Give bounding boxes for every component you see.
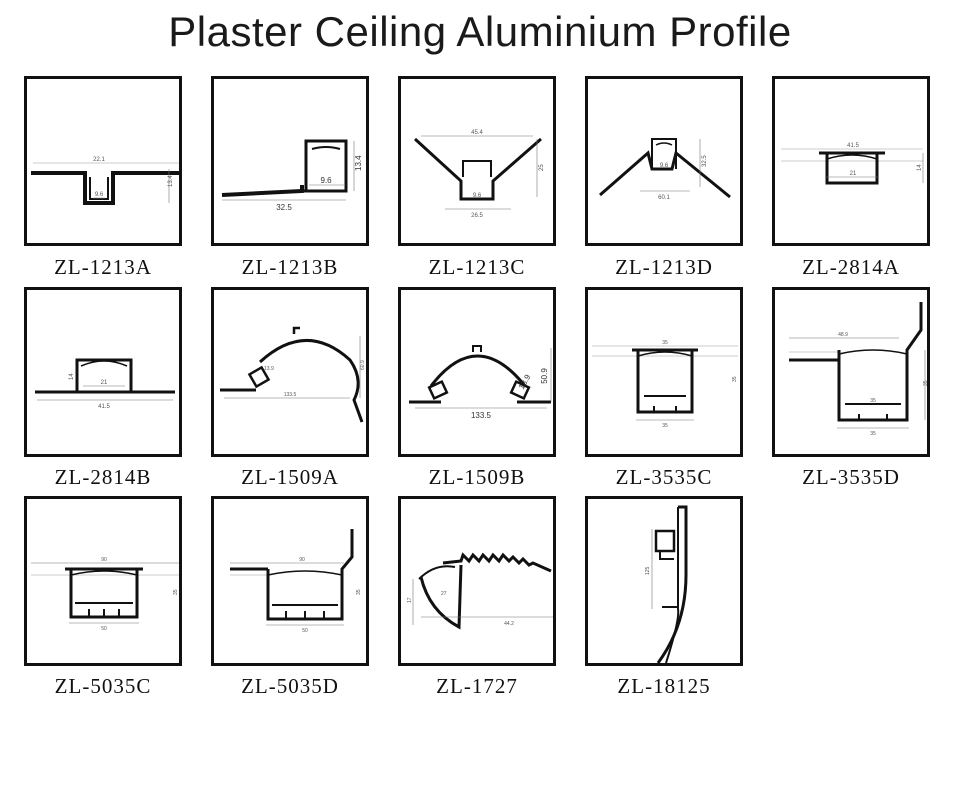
dim-label: 32.5 [276, 203, 292, 212]
profile-card-zl-1213c[interactable]: 45.4 25 9.6 26.5 [398, 76, 556, 246]
dim-label: 50.9 [540, 368, 549, 384]
dim-label: 35 [356, 589, 362, 595]
dim-label: 13.4 [354, 155, 363, 171]
profile-model-label: ZL-3535C [615, 465, 713, 489]
profile-model-label: ZL-5035D [241, 674, 339, 698]
profile-model-label: ZL-1509A [241, 465, 339, 489]
profile-drawing-zl-2814b: 14 21 41.5 [35, 358, 175, 410]
dim-label: 14 [917, 164, 923, 171]
profile-drawing-zl-3535c: 35 35 35 [592, 340, 738, 429]
dim-label: 50 [302, 628, 308, 634]
profile-drawing-zl-5035c: 90 35 50 [31, 557, 179, 632]
dim-label: 13.4 [168, 175, 174, 187]
dim-label: 133.5 [284, 392, 297, 398]
profile-model-label: ZL-5035C [54, 674, 152, 698]
profile-card-zl-2814b[interactable]: 14 21 41.5 [24, 287, 182, 457]
profile-card-zl-1727[interactable]: 44.2 17 27 [398, 496, 556, 666]
profile-card-zl-3535d[interactable]: 48.9 35 35 35 [772, 287, 930, 457]
dim-label: 27 [441, 591, 447, 597]
profile-drawing-zl-2814a: 41.5 14 21 [781, 143, 924, 185]
profile-model-label: ZL-2814B [54, 465, 152, 489]
profile-model-label: ZL-1213C [428, 255, 526, 279]
dim-label: 35 [870, 431, 876, 437]
dim-label: 21 [850, 171, 857, 177]
dim-label: 50 [101, 626, 107, 632]
dim-label: 9.6 [660, 163, 669, 169]
profile-drawing-zl-1727: 44.2 17 27 [407, 552, 553, 630]
profile-card-zl-1213b[interactable]: 13.4 9.6 32.5 [211, 76, 369, 246]
profile-card-zl-3535c[interactable]: 35 35 35 [585, 287, 743, 457]
profile-model-label: ZL-1509B [428, 465, 526, 489]
profile-model-label: ZL-1727 [436, 674, 518, 698]
page-title: Plaster Ceiling Aluminium Profile [168, 8, 792, 55]
dim-label: 90 [299, 557, 305, 563]
dim-label: 35 [732, 376, 738, 382]
dim-label: 35 [923, 380, 927, 386]
dim-label: 17 [407, 597, 413, 603]
profile-drawing-zl-1213d: 9.6 32.5 60.1 [599, 138, 731, 201]
dim-label: 35 [662, 423, 668, 429]
dim-label: 9.6 [95, 192, 104, 198]
profile-drawing-zl-1509b: 13.9 50.9 133.5 [409, 345, 552, 420]
profile-card-zl-2814a[interactable]: 41.5 14 21 [772, 76, 930, 246]
dim-label: 45.4 [471, 130, 483, 136]
dim-label: 35 [173, 589, 179, 595]
dim-label: 90 [101, 557, 107, 563]
dim-label: 32.5 [702, 155, 708, 167]
dim-label: 9.6 [473, 193, 482, 199]
dim-label: 48.9 [838, 332, 848, 338]
profile-drawing-zl-18125: 125 [645, 505, 688, 663]
profile-card-zl-18125[interactable]: 125 [585, 496, 743, 666]
dim-label: 133.5 [471, 411, 492, 420]
profile-drawing-zl-1213c: 45.4 25 9.6 26.5 [413, 130, 545, 219]
dim-label: 22.1 [93, 157, 105, 163]
profile-model-label: ZL-18125 [617, 674, 711, 698]
dim-label: 35 [662, 340, 668, 346]
dim-label: 44.2 [504, 621, 514, 627]
profile-model-label: ZL-1213A [54, 255, 152, 279]
dim-label: 26.5 [471, 213, 483, 219]
profile-drawing-zl-1213b: 13.4 9.6 32.5 [221, 139, 363, 212]
profile-card-zl-5035d[interactable]: 90 35 50 [211, 496, 369, 666]
profile-model-label: ZL-3535D [802, 465, 900, 489]
profile-card-zl-1509a[interactable]: 13.9 60.9 133.5 [211, 287, 369, 457]
profile-model-label: ZL-1213D [615, 255, 713, 279]
profile-model-label: ZL-2814A [802, 255, 900, 279]
profile-card-zl-1509b[interactable]: 13.9 50.9 133.5 [398, 287, 556, 457]
dim-label: 60.1 [658, 195, 670, 201]
dim-label: 60.9 [360, 360, 366, 370]
profile-model-label: ZL-1213B [241, 255, 339, 279]
profile-drawing-zl-1509a: 13.9 60.9 133.5 [220, 326, 366, 423]
dim-label: 13.9 [264, 366, 274, 372]
dim-label: 14 [69, 373, 75, 380]
dim-label: 9.6 [320, 176, 332, 185]
profile-card-zl-5035c[interactable]: 90 35 50 [24, 496, 182, 666]
dim-label: 21 [101, 380, 108, 386]
dim-label: 25 [539, 164, 545, 171]
dim-label: 13.9 [517, 373, 533, 391]
dim-label: 125 [645, 566, 651, 575]
profile-drawing-zl-5035d: 90 35 50 [230, 529, 362, 634]
dim-label: 35 [870, 398, 876, 404]
profile-drawing-zl-1213a: 22.1 13.4 9.6 [31, 157, 179, 205]
profile-drawing-zl-3535d: 48.9 35 35 35 [789, 302, 927, 437]
profile-card-zl-1213a[interactable]: 22.1 13.4 9.6 [24, 76, 182, 246]
dim-label: 41.5 [847, 143, 859, 149]
dim-label: 41.5 [98, 404, 110, 410]
profile-card-zl-1213d[interactable]: 9.6 32.5 60.1 [585, 76, 743, 246]
